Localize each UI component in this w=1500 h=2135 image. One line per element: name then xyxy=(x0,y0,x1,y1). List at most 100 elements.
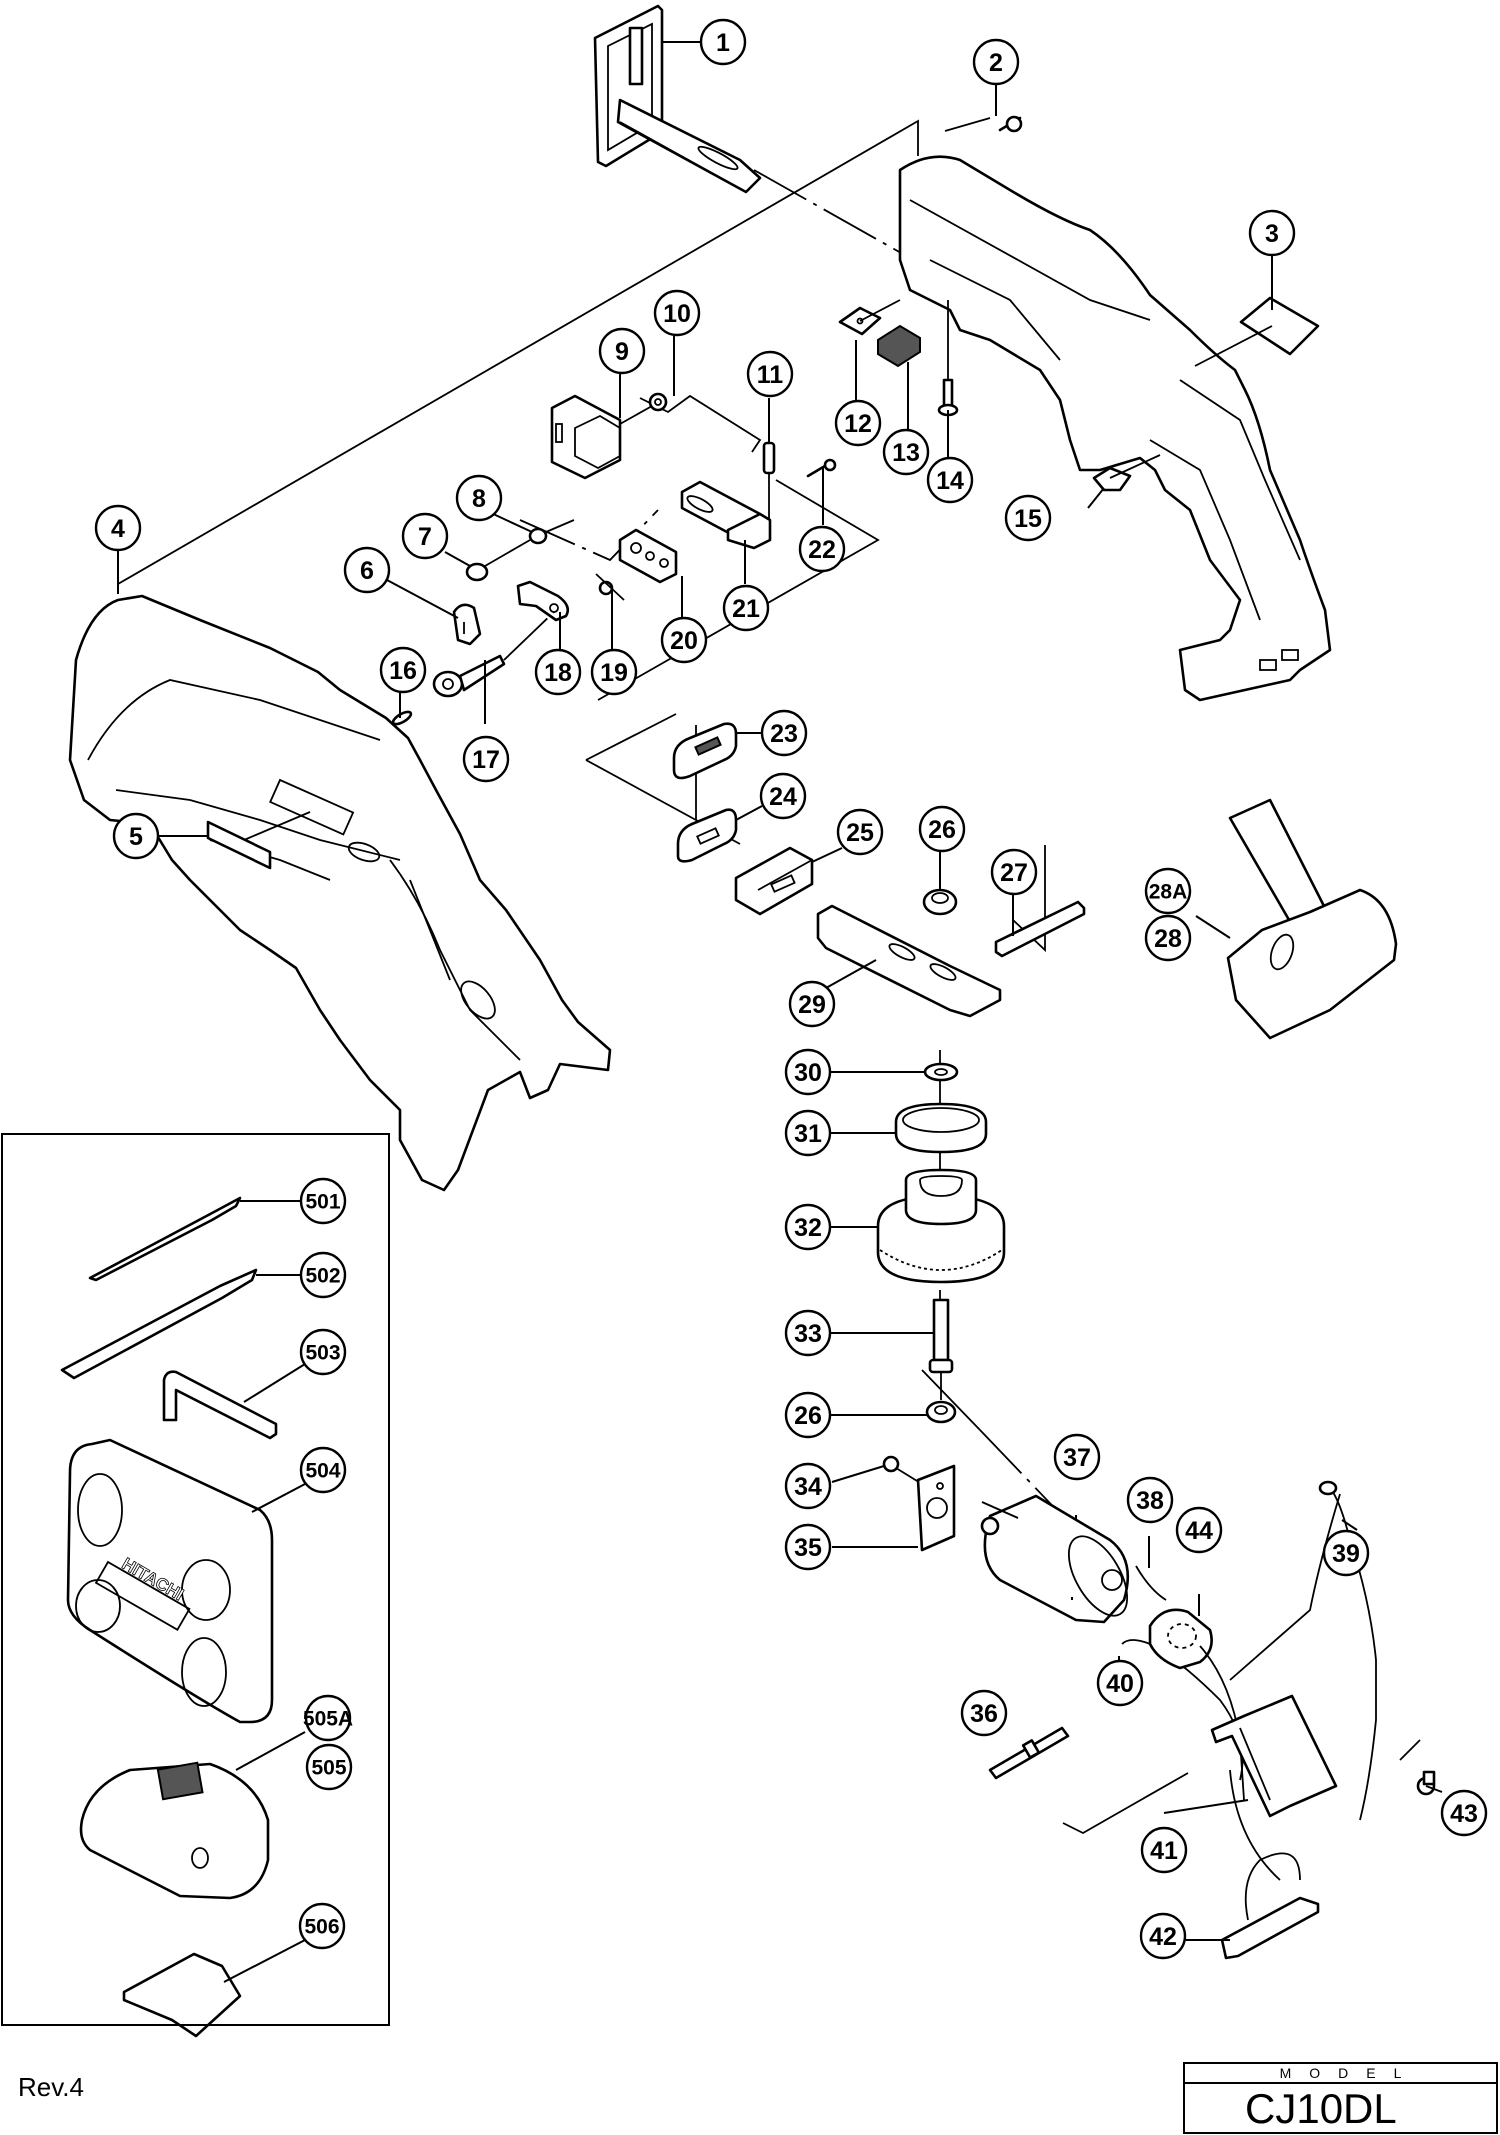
part-felt-pad-13 xyxy=(877,324,921,368)
callout-number: 17 xyxy=(472,746,500,774)
callout-number: 504 xyxy=(305,1460,340,1483)
callout-23: 23 xyxy=(760,709,808,757)
callout-1: 1 xyxy=(699,18,747,66)
callout-12: 12 xyxy=(834,399,882,447)
part-plate-35 xyxy=(916,1464,956,1552)
callout-7: 7 xyxy=(401,512,449,560)
callout-number: 15 xyxy=(1014,505,1042,533)
callout-circle xyxy=(699,18,747,66)
part-seal-24 xyxy=(676,808,738,863)
callout-32: 32 xyxy=(784,1203,832,1251)
callout-4: 4 xyxy=(94,504,142,552)
callout-circle xyxy=(926,456,974,504)
callout-35: 35 xyxy=(784,1523,832,1571)
callout-38: 38 xyxy=(1126,1476,1174,1524)
callout-number: 5 xyxy=(129,823,143,851)
callout-40: 40 xyxy=(1096,1659,1144,1707)
part-bearing-26-bottom xyxy=(925,1400,957,1424)
callout-circle xyxy=(1053,1433,1101,1481)
callout-21: 21 xyxy=(722,584,770,632)
part-guide-27 xyxy=(994,900,1086,958)
part-label-3 xyxy=(1194,296,1320,367)
callout-number: 28 xyxy=(1154,925,1182,953)
callout-number: 2 xyxy=(989,49,1003,77)
callout-circle xyxy=(960,1689,1008,1737)
callout-43: 43 xyxy=(1440,1789,1488,1837)
callout-circle xyxy=(784,1309,832,1357)
part-housing-b xyxy=(898,155,1332,702)
revision-label: Rev.4 xyxy=(18,2072,84,2102)
callout-505a: 505A xyxy=(303,1694,353,1742)
callout-number: 26 xyxy=(928,816,956,844)
callout-number: 10 xyxy=(663,300,691,328)
callout-20: 20 xyxy=(660,616,708,664)
callout-number: 506 xyxy=(304,1916,339,1939)
callout-circle xyxy=(759,772,807,820)
callout-5: 5 xyxy=(112,812,160,860)
part-bolt-17 xyxy=(432,611,555,698)
callout-number: 43 xyxy=(1450,1800,1478,1828)
callout-29: 29 xyxy=(788,980,836,1028)
callout-number: 33 xyxy=(794,1320,822,1348)
part-bearing-26-top xyxy=(922,888,958,916)
callout-36: 36 xyxy=(960,1689,1008,1737)
part-plunger-29 xyxy=(816,904,1002,1018)
callout-circle xyxy=(1248,209,1296,257)
part-screw-2 xyxy=(998,115,1023,133)
callout-27: 27 xyxy=(990,848,1038,896)
callout-circle xyxy=(590,648,638,696)
callout-number: 11 xyxy=(757,361,784,389)
callout-number: 25 xyxy=(846,819,874,847)
callout-circle xyxy=(401,512,449,560)
callout-number: 29 xyxy=(798,991,826,1019)
callout-circle xyxy=(784,1462,832,1510)
callout-circle xyxy=(112,812,160,860)
callout-circle xyxy=(746,350,794,398)
callout-10: 10 xyxy=(653,289,701,337)
callout-number: 19 xyxy=(600,659,628,687)
part-washer-plate-12 xyxy=(838,299,901,336)
callout-circle xyxy=(660,616,708,664)
callout-circle xyxy=(653,289,701,337)
part-cap-15 xyxy=(1092,454,1161,492)
callout-number: 24 xyxy=(769,783,797,811)
callout-circle xyxy=(534,648,582,696)
callout-circle xyxy=(760,709,808,757)
callout-number: 41 xyxy=(1150,1837,1178,1865)
part-case-504: HITACHI xyxy=(66,1438,274,1724)
callout-number: 23 xyxy=(770,720,798,748)
part-screw-34 xyxy=(882,1455,923,1485)
callout-28: 28 xyxy=(1144,914,1192,962)
model-number: CJ10DL xyxy=(1245,2085,1397,2132)
callout-circle xyxy=(298,1902,346,1950)
callout-number: 16 xyxy=(389,657,417,685)
callout-17: 17 xyxy=(462,735,510,783)
callout-506: 506 xyxy=(298,1902,346,1950)
assembly-guide-lines xyxy=(117,117,1421,1835)
part-pin-7 xyxy=(465,539,531,582)
callout-circle xyxy=(1322,1529,1370,1577)
callout-number: 36 xyxy=(970,1700,998,1728)
callout-28a: 28A xyxy=(1144,867,1192,915)
callout-circle xyxy=(304,1694,352,1742)
callout-501: 501 xyxy=(299,1177,347,1225)
callout-circle xyxy=(882,428,930,476)
callout-circle xyxy=(462,735,510,783)
callout-circle xyxy=(972,38,1020,86)
callout-number: 40 xyxy=(1106,1670,1134,1698)
callout-39: 39 xyxy=(1322,1529,1370,1577)
callout-circle xyxy=(784,1048,832,1096)
callout-number: 22 xyxy=(808,536,836,564)
callout-circle xyxy=(1144,867,1192,915)
part-cap-43 xyxy=(1416,1770,1436,1796)
callout-8: 8 xyxy=(455,474,503,522)
part-plunger-holder-21 xyxy=(680,480,772,550)
callout-circle xyxy=(299,1251,347,1299)
part-spring-19 xyxy=(595,573,625,601)
callout-11: 11 xyxy=(746,350,794,398)
part-battery-cover-506 xyxy=(122,1952,242,2038)
model-header: MODEL xyxy=(1185,2064,1496,2084)
callout-number: 8 xyxy=(472,485,486,513)
callout-505: 505 xyxy=(305,1743,353,1791)
callout-number: 30 xyxy=(794,1059,822,1087)
